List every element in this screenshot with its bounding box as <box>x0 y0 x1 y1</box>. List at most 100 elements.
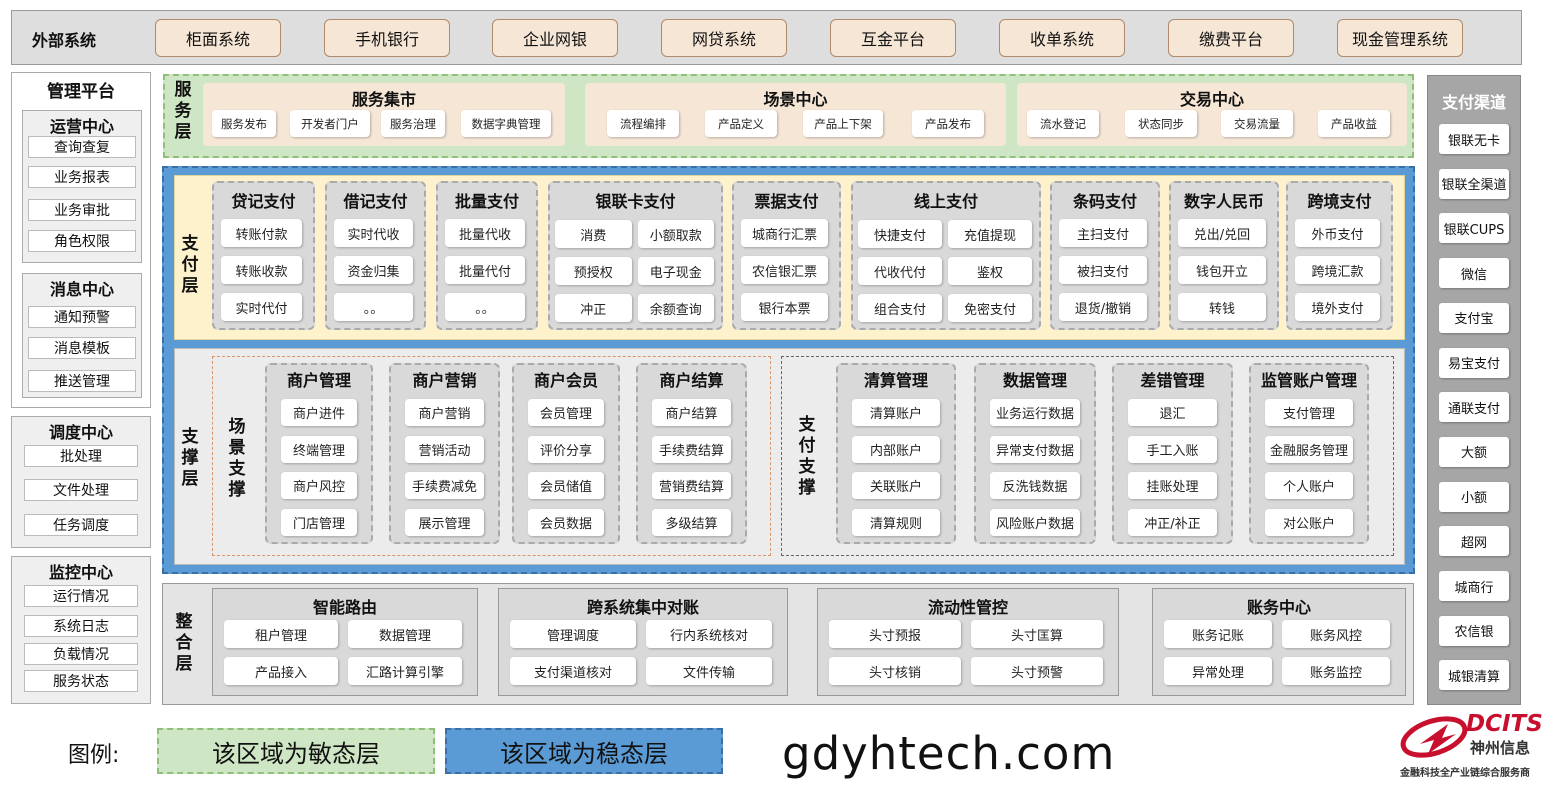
support-item[interactable]: 业务运行数据 <box>990 399 1080 426</box>
integration-item[interactable]: 租户管理 <box>224 620 338 648</box>
payment-channel-item[interactable]: 支付宝 <box>1439 302 1509 333</box>
external-system-button[interactable]: 现金管理系统 <box>1337 19 1463 57</box>
payment-channel-item[interactable]: 银联无卡 <box>1439 124 1509 154</box>
service-item[interactable]: 流水登记 <box>1027 110 1099 137</box>
support-item[interactable]: 风险账户数据 <box>990 509 1080 536</box>
integration-item[interactable]: 产品接入 <box>224 657 338 685</box>
payment-method[interactable]: 冲正 <box>555 294 632 322</box>
support-item[interactable]: 内部账户 <box>852 436 940 463</box>
integration-item[interactable]: 汇路计算引擎 <box>348 657 462 685</box>
mgmt-item[interactable]: 运行情况 <box>24 585 138 607</box>
support-item[interactable]: 营销活动 <box>405 436 484 463</box>
mgmt-item[interactable]: 消息模板 <box>28 337 136 359</box>
payment-method[interactable]: 批量代收 <box>445 219 525 247</box>
payment-method[interactable]: 实时代收 <box>334 219 413 247</box>
payment-method[interactable]: 鉴权 <box>948 257 1032 285</box>
integration-item[interactable]: 账务记账 <box>1164 620 1272 648</box>
payment-method[interactable]: 快捷支付 <box>858 220 942 248</box>
payment-channel-item[interactable]: 农信银 <box>1439 615 1509 646</box>
integration-item[interactable]: 异常处理 <box>1164 657 1272 685</box>
service-item[interactable]: 状态同步 <box>1125 110 1197 137</box>
payment-method[interactable]: 兑出/兑回 <box>1178 219 1266 247</box>
payment-method[interactable]: 外币支付 <box>1295 219 1380 247</box>
mgmt-item[interactable]: 角色权限 <box>28 230 136 252</box>
support-item[interactable]: 挂账处理 <box>1128 472 1217 499</box>
support-item[interactable]: 终端管理 <box>281 436 357 463</box>
payment-method[interactable]: 城商行汇票 <box>741 219 828 247</box>
payment-method[interactable]: 跨境汇款 <box>1295 256 1380 284</box>
payment-method[interactable]: 预授权 <box>555 257 632 285</box>
support-item[interactable]: 对公账户 <box>1265 509 1353 536</box>
support-item[interactable]: 支付管理 <box>1265 399 1353 426</box>
payment-method[interactable]: 充值提现 <box>948 220 1032 248</box>
payment-channel-item[interactable]: 银联全渠道 <box>1439 168 1509 199</box>
support-item[interactable]: 手续费结算 <box>652 436 731 463</box>
mgmt-item[interactable]: 任务调度 <box>24 514 138 536</box>
payment-method[interactable]: 消费 <box>555 220 632 248</box>
support-item[interactable]: 冲正/补正 <box>1128 509 1217 536</box>
external-system-button[interactable]: 缴费平台 <box>1168 19 1294 57</box>
support-item[interactable]: 退汇 <box>1128 399 1217 426</box>
integration-item[interactable]: 账务监控 <box>1282 657 1390 685</box>
payment-method[interactable]: 批量代付 <box>445 256 525 284</box>
integration-item[interactable]: 文件传输 <box>646 657 772 685</box>
service-item[interactable]: 产品收益 <box>1318 110 1390 137</box>
payment-method[interactable]: 主扫支付 <box>1059 219 1147 247</box>
support-item[interactable]: 反洗钱数据 <box>990 472 1080 499</box>
service-item[interactable]: 数据字典管理 <box>461 110 551 137</box>
service-item[interactable]: 服务治理 <box>381 110 445 137</box>
integration-item[interactable]: 头寸预警 <box>971 657 1103 685</box>
integration-item[interactable]: 行内系统核对 <box>646 620 772 648</box>
payment-channel-item[interactable]: 易宝支付 <box>1439 347 1509 378</box>
payment-method[interactable]: 代收代付 <box>858 257 942 285</box>
support-item[interactable]: 展示管理 <box>405 509 484 536</box>
support-item[interactable]: 清算规则 <box>852 509 940 536</box>
payment-method[interactable]: 实时代付 <box>221 293 302 321</box>
payment-method[interactable]: 资金归集 <box>334 256 413 284</box>
payment-method[interactable]: 钱包开立 <box>1178 256 1266 284</box>
mgmt-item[interactable]: 业务审批 <box>28 199 136 221</box>
external-system-button[interactable]: 手机银行 <box>324 19 450 57</box>
payment-channel-item[interactable]: 大额 <box>1439 436 1509 467</box>
support-item[interactable]: 商户结算 <box>652 399 731 426</box>
support-item[interactable]: 门店管理 <box>281 509 357 536</box>
mgmt-item[interactable]: 服务状态 <box>24 670 138 692</box>
external-system-button[interactable]: 收单系统 <box>999 19 1125 57</box>
support-item[interactable]: 商户营销 <box>405 399 484 426</box>
payment-method[interactable]: 银行本票 <box>741 293 828 321</box>
integration-item[interactable]: 账务风控 <box>1282 620 1390 648</box>
payment-method[interactable]: 。。 <box>445 293 525 321</box>
payment-method[interactable]: 。。 <box>334 293 413 321</box>
integration-item[interactable]: 头寸核销 <box>829 657 961 685</box>
payment-channel-item[interactable]: 银联CUPS <box>1439 213 1509 244</box>
support-item[interactable]: 个人账户 <box>1265 472 1353 499</box>
integration-item[interactable]: 数据管理 <box>348 620 462 648</box>
external-system-button[interactable]: 企业网银 <box>492 19 618 57</box>
support-item[interactable]: 商户进件 <box>281 399 357 426</box>
payment-method[interactable]: 被扫支付 <box>1059 256 1147 284</box>
payment-method[interactable]: 转账付款 <box>221 219 302 247</box>
payment-method[interactable]: 转账收款 <box>221 256 302 284</box>
payment-channel-item[interactable]: 通联支付 <box>1439 392 1509 423</box>
external-system-button[interactable]: 柜面系统 <box>155 19 281 57</box>
mgmt-item[interactable]: 通知预警 <box>28 306 136 328</box>
payment-channel-item[interactable]: 微信 <box>1439 258 1509 289</box>
support-item[interactable]: 金融服务管理 <box>1265 436 1353 463</box>
support-item[interactable]: 会员储值 <box>528 472 604 499</box>
mgmt-item[interactable]: 业务报表 <box>28 166 136 188</box>
external-system-button[interactable]: 互金平台 <box>830 19 956 57</box>
integration-item[interactable]: 头寸预报 <box>829 620 961 648</box>
payment-method[interactable]: 农信银汇票 <box>741 256 828 284</box>
payment-method[interactable]: 组合支付 <box>858 294 942 322</box>
support-item[interactable]: 清算账户 <box>852 399 940 426</box>
support-item[interactable]: 评价分享 <box>528 436 604 463</box>
service-item[interactable]: 产品上下架 <box>803 110 883 137</box>
support-item[interactable]: 关联账户 <box>852 472 940 499</box>
support-item[interactable]: 营销费结算 <box>652 472 731 499</box>
payment-method[interactable]: 小额取款 <box>637 220 714 248</box>
payment-channel-item[interactable]: 城商行 <box>1439 571 1509 601</box>
payment-channel-item[interactable]: 超网 <box>1439 526 1509 557</box>
integration-item[interactable]: 头寸匡算 <box>971 620 1103 648</box>
payment-method[interactable]: 境外支付 <box>1295 293 1380 321</box>
service-item[interactable]: 开发者门户 <box>290 110 370 137</box>
